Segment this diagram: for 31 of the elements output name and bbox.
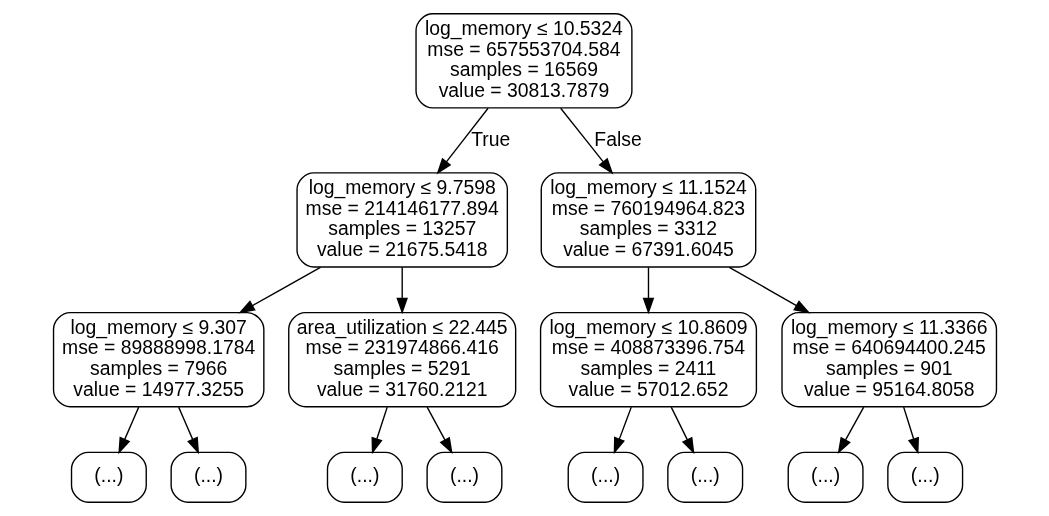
node-box: (...)	[169, 451, 247, 503]
edge-label: False	[593, 127, 642, 150]
node-box: (...)	[666, 451, 743, 503]
node-box: (...)	[567, 451, 644, 503]
arrow	[642, 266, 654, 315]
arrow	[559, 107, 613, 175]
node-box: (...)	[326, 451, 403, 503]
node-box: log_memory ≤ 11.1524 mse = 760194964.823 samples = 3312 value = 67391.6045	[540, 172, 756, 268]
edge-label: True	[470, 127, 510, 150]
arrow	[395, 266, 408, 315]
arrow	[177, 406, 199, 455]
arrow	[902, 406, 919, 455]
arrow	[436, 107, 489, 175]
node-box: (...)	[787, 451, 864, 503]
arrow	[837, 406, 864, 455]
arrow	[670, 406, 694, 455]
node-box: (...)	[425, 451, 502, 503]
node-box: (...)	[70, 451, 147, 503]
node-box: (...)	[886, 451, 963, 503]
node-box: log_memory ≤ 11.3366 mse = 640694400.245 samples = 901 value = 95164.8058	[780, 311, 997, 408]
node-box: log_memory ≤ 9.307 mse = 89888998.1784 samples = 7966 value = 14977.3255	[52, 311, 265, 408]
arrow	[425, 406, 453, 455]
arrow	[371, 406, 388, 455]
node-box: log_memory ≤ 10.8609 mse = 408873396.754 samples = 2411 value = 57012.652	[539, 311, 757, 408]
node-box: log_memory ≤ 10.5324 mse = 657553704.584 samples = 16569 value = 30813.7879	[414, 13, 633, 109]
arrow	[237, 266, 321, 314]
node-box: area_utilization ≤ 22.445 mse = 231974866.416 samples = 5291 value = 31760.2121	[287, 311, 516, 408]
arrow	[117, 406, 139, 455]
arrow	[613, 406, 632, 455]
node-box: log_memory ≤ 9.7598 mse = 214146177.894 samples = 13257 value = 21675.5418	[295, 172, 508, 268]
arrow	[728, 266, 810, 314]
